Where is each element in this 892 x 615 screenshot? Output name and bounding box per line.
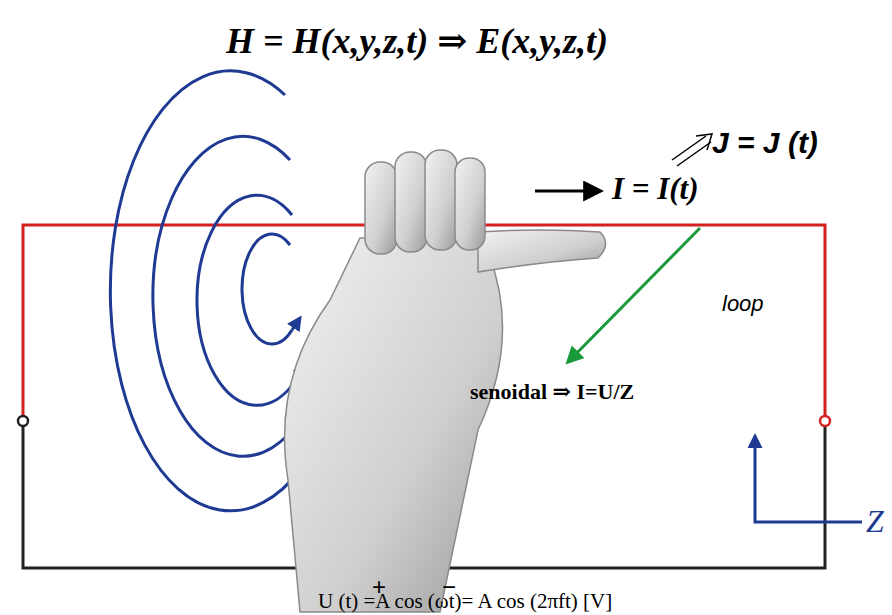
leader-arrow [568, 228, 700, 362]
source-voltage: U (t) =A cos (ωt)= A cos (2πft) [V] [318, 590, 612, 613]
impedance-arrow [755, 436, 862, 522]
terminal [18, 416, 28, 426]
loop-label: loop [722, 292, 764, 316]
terminal [820, 416, 830, 426]
magnetic-field-lines [110, 71, 310, 511]
current-density: J = J (t) [712, 126, 818, 159]
current-arrow [535, 190, 600, 193]
impedance-label: Z [866, 504, 884, 539]
ohm-law: senoidal ⇒ I=U/Z [470, 380, 634, 404]
implies-arrow [672, 134, 712, 166]
current-label: I = I(t) [612, 172, 699, 206]
field-formula: H = H(x,y,z,t) ⇒ E(x,y,z,t) [226, 22, 608, 62]
